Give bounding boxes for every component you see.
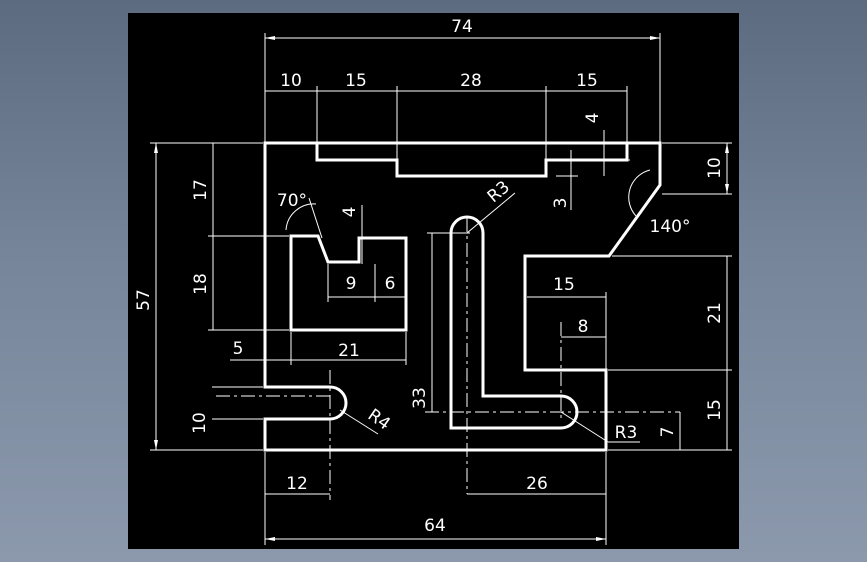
drawing-canvas: 74 10 15 28 15 4 3 10 140° 17 18 57 70° … xyxy=(128,13,739,549)
dim-pocket-angle: 70° xyxy=(277,191,307,211)
dim-arc-center-height: 7 xyxy=(658,427,678,438)
dim-top-segment-2: 15 xyxy=(345,71,367,91)
dim-pocket-notch-depth: 4 xyxy=(340,207,360,218)
l-slot-outline xyxy=(449,215,579,430)
dim-left-notch-radius: R4 xyxy=(364,405,394,434)
dim-slot-step: 3 xyxy=(551,198,571,209)
top-slot-outline xyxy=(315,143,629,178)
dimension-bottom-radius xyxy=(560,411,640,443)
dim-right-lower-height: 15 xyxy=(705,399,725,421)
dim-overall-width: 74 xyxy=(451,17,473,37)
dim-pocket-width: 21 xyxy=(338,341,360,361)
dim-pocket-offset: 5 xyxy=(233,339,244,359)
dimension-arrows xyxy=(154,36,729,541)
dim-chamfer-angle: 140° xyxy=(650,217,691,237)
dimension-left-notch xyxy=(212,370,379,500)
dimension-right-heights xyxy=(608,255,732,451)
dim-bottom-left-offset: 12 xyxy=(286,474,308,494)
dim-top-segment-1: 10 xyxy=(280,71,302,91)
dim-bottom-width: 64 xyxy=(424,516,446,536)
dim-right-notch-height: 21 xyxy=(705,302,725,324)
dimension-step-depth xyxy=(598,130,630,176)
dim-left-height-upper: 17 xyxy=(191,179,211,201)
dim-slot-radius-top: R3 xyxy=(484,177,514,207)
dim-top-segment-3: 28 xyxy=(460,71,482,91)
dimension-chamfer-angle xyxy=(628,169,651,217)
dimension-slot-step xyxy=(556,150,578,210)
pocket-outline xyxy=(289,234,408,332)
dimension-top-chain xyxy=(265,86,628,160)
dim-bottom-right-offset: 26 xyxy=(526,474,548,494)
dim-top-segment-4: 15 xyxy=(576,71,598,91)
cad-drawing: 74 10 15 28 15 4 3 10 140° 17 18 57 70° … xyxy=(134,17,732,545)
dim-right-top-height: 10 xyxy=(705,157,725,179)
dim-right-notch-width: 15 xyxy=(553,275,575,295)
dimension-bottom-chain xyxy=(264,452,607,545)
dimension-pocket-offset-width xyxy=(230,332,407,365)
dim-pocket-notch-left: 9 xyxy=(346,274,357,294)
dim-left-notch-height: 10 xyxy=(190,412,210,434)
dimension-l-slot xyxy=(425,192,680,494)
dim-slot-length: 33 xyxy=(410,387,430,409)
dimension-right-notch xyxy=(527,292,607,418)
dimension-pocket-angle xyxy=(285,197,323,239)
dim-left-height-mid: 18 xyxy=(191,273,211,295)
dimension-left-heights xyxy=(150,142,289,451)
dim-right-arc-offset: 8 xyxy=(578,317,589,337)
dim-slot-radius-bottom: R3 xyxy=(615,423,638,443)
dim-overall-height: 57 xyxy=(134,289,154,311)
dim-top-step-depth: 4 xyxy=(583,113,603,124)
dim-pocket-notch-width: 6 xyxy=(385,274,396,294)
part-outline xyxy=(263,141,662,452)
dimension-pocket-notch-widths xyxy=(327,264,406,302)
dimension-overall-width xyxy=(264,33,661,142)
